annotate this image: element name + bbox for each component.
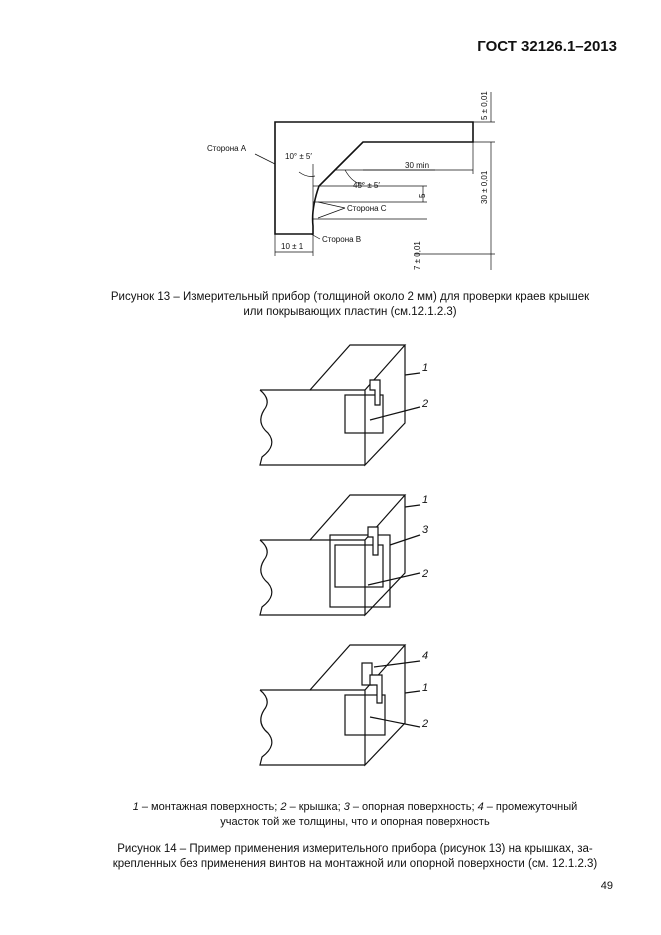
legend-line1: 1 – монтажная поверхность; 2 – крышка; 3…: [60, 800, 650, 815]
panel-1: [259, 344, 421, 467]
legend-text-3: – опорная поверхность;: [349, 801, 478, 813]
label-side-c: Сторона С: [347, 204, 387, 213]
legend-text-1: – монтажная поверхность;: [138, 801, 281, 813]
label-dim-5-001: 5 ± 0,01: [480, 91, 489, 120]
p2-label-1: 1: [422, 494, 428, 506]
label-side-b: Сторона В: [322, 235, 361, 244]
panel-3: [259, 644, 421, 767]
p1-label-1: 1: [422, 362, 428, 374]
panel-2: [259, 494, 421, 617]
figure-14-caption-line2: крепленных без применения винтов на монт…: [112, 858, 598, 870]
figure-13-caption-line1: Рисунок 13 – Измерительный прибор (толщи…: [110, 291, 590, 303]
p3-label-2: 2: [421, 718, 428, 730]
p3-label-4: 4: [422, 650, 428, 662]
figure-14-caption: Рисунок 14 – Пример применения измерител…: [60, 842, 650, 872]
legend-num-3: 3: [343, 801, 350, 813]
legend-text-4: – промежуточный: [483, 801, 578, 813]
p2-label-2: 2: [421, 568, 428, 580]
label-dim-10: 10 ± 1: [281, 242, 304, 251]
p3-label-1: 1: [422, 682, 428, 694]
legend-num-2: 2: [280, 801, 287, 813]
figure-13-caption-line2: или покрывающих пластин (см.12.1.2.3): [243, 306, 457, 318]
label-angle-45: 45° ± 5′: [353, 181, 380, 190]
figure-14-application-drawings: 1 2 1 3 2 4 1 2: [259, 344, 429, 767]
figure-14-legend: 1 – монтажная поверхность; 2 – крышка; 3…: [60, 800, 650, 830]
legend-num-4: 4: [477, 801, 484, 813]
legend-text-2: – крышка;: [286, 801, 344, 813]
label-30-min: 30 min: [405, 161, 429, 170]
p1-label-2: 2: [421, 398, 428, 410]
figure-13-caption: Рисунок 13 – Измерительный прибор (толщи…: [60, 290, 640, 320]
legend-line2: участок той же толщины, что и опорная по…: [220, 816, 490, 828]
standard-header: ГОСТ 32126.1–2013: [477, 38, 617, 55]
page-number: 49: [600, 880, 613, 892]
legend-num-1: 1: [132, 801, 139, 813]
label-angle-10: 10° ± 5′: [285, 152, 312, 161]
figure-14-caption-line1: Рисунок 14 – Пример применения измерител…: [117, 843, 593, 855]
gauge-outline: [274, 121, 474, 235]
figure-13-gauge-drawing: Сторона А 10° ± 5′ 30 min 45° ± 5′ Сторо…: [207, 91, 495, 270]
label-dim-30-001: 30 ± 0,01: [480, 170, 489, 204]
p2-label-3: 3: [422, 524, 429, 536]
label-dim-5: 5: [418, 193, 427, 198]
label-side-a: Сторона А: [207, 144, 247, 153]
label-dim-7-001: 7 ± 0,01: [413, 241, 422, 270]
